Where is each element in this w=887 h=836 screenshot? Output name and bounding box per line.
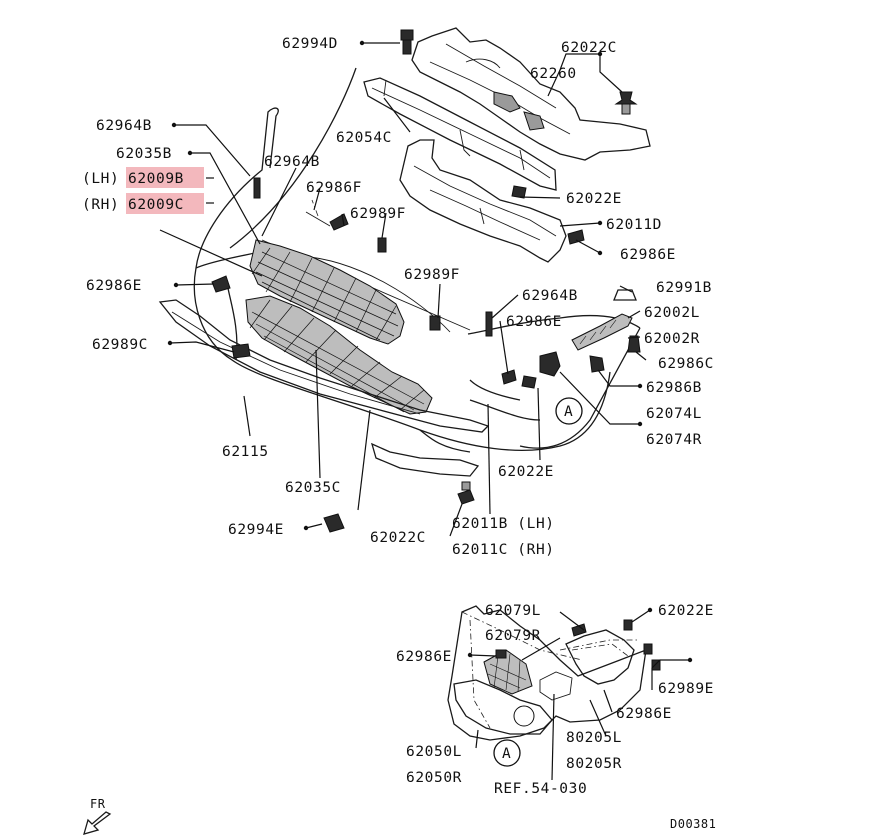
label-62050R: 62050R: [406, 770, 462, 786]
label-62115: 62115: [222, 444, 269, 460]
label-62986B: 62986B: [646, 380, 702, 396]
highlight-62009B: [126, 167, 204, 188]
fasteners: [211, 29, 641, 533]
callout-a-upper-letter: A: [564, 404, 573, 420]
label-62022E-3: 62022E: [658, 603, 714, 619]
label-62035C: 62035C: [285, 480, 341, 496]
label-62986C: 62986C: [658, 356, 714, 372]
highlight-62009C: [126, 193, 204, 214]
highlight-boxes: [126, 167, 204, 214]
upper-grille-62035B: [249, 239, 405, 345]
label-62986E-5: 62986E: [616, 706, 672, 722]
label-62035B: 62035B: [116, 146, 172, 162]
bracket-62074: [539, 351, 561, 377]
label-62986E-4: 62986E: [396, 649, 452, 665]
label-62079L: 62079L: [485, 603, 541, 619]
label-rh-prefix: (RH): [82, 197, 119, 213]
label-62989E: 62989E: [658, 681, 714, 697]
label-62986F: 62986F: [306, 180, 362, 196]
callout-a-lower: [493, 739, 521, 767]
label-62991B: 62991B: [656, 280, 712, 296]
label-80205R: 80205R: [566, 756, 622, 772]
leader-lines: [159, 42, 690, 781]
label-62986E-3: 62986E: [506, 314, 562, 330]
label-62260: 62260: [530, 66, 577, 82]
label-62986E-1: 62986E: [620, 247, 676, 263]
label-62964B-2: 62964B: [264, 154, 320, 170]
callout-a-upper: [555, 397, 583, 425]
label-62011B: 62011B (LH): [452, 516, 555, 532]
label-62994E: 62994E: [228, 522, 284, 538]
frame-62011D: [399, 139, 567, 263]
label-62994D: 62994D: [282, 36, 338, 52]
front-arrow-icon: [83, 811, 112, 835]
label-62022C-top: 62022C: [561, 40, 617, 56]
label-diagram-code: D00381: [670, 817, 716, 831]
label-62002L: 62002L: [644, 305, 700, 321]
label-62011C: 62011C (RH): [452, 542, 555, 558]
label-80205L: 80205L: [566, 730, 622, 746]
label-62989F-1: 62989F: [350, 206, 406, 222]
label-ref: REF.54-030: [494, 781, 587, 797]
label-62989F-2: 62989F: [404, 267, 460, 283]
label-62074L: 62074L: [646, 406, 702, 422]
label-62022C-bottom: 62022C: [370, 530, 426, 546]
label-fr: FR: [90, 797, 106, 811]
label-62050L: 62050L: [406, 744, 462, 760]
label-62002R: 62002R: [644, 331, 700, 347]
part-labels: 62994D 62022C 62260 62964B 62054C 62035B…: [82, 36, 716, 831]
fog-cover-assembly: [447, 605, 661, 741]
leader-dots: [167, 40, 693, 663]
label-62964B-3: 62964B: [522, 288, 578, 304]
label-62986E-2: 62986E: [86, 278, 142, 294]
callout-a-lower-letter: A: [502, 746, 511, 762]
label-62964B-1: 62964B: [96, 118, 152, 134]
label-62022E-2: 62022E: [498, 464, 554, 480]
label-62009B: 62009B: [128, 171, 184, 187]
lower-grille-62035C: [245, 295, 433, 415]
support-bar-62054C: [363, 77, 557, 191]
label-62054C: 62054C: [336, 130, 392, 146]
label-62989C: 62989C: [92, 337, 148, 353]
label-62009C: 62009C: [128, 197, 184, 213]
label-62079R: 62079R: [485, 628, 541, 644]
label-62022E-1: 62022E: [566, 191, 622, 207]
label-62011D: 62011D: [606, 217, 662, 233]
side-bracket-62002: [571, 313, 633, 351]
upper-reinforcement-62260: [411, 27, 651, 161]
lower-lip-62115: [158, 299, 490, 477]
label-62074R: 62074R: [646, 432, 702, 448]
label-lh-prefix: (LH): [82, 171, 119, 187]
